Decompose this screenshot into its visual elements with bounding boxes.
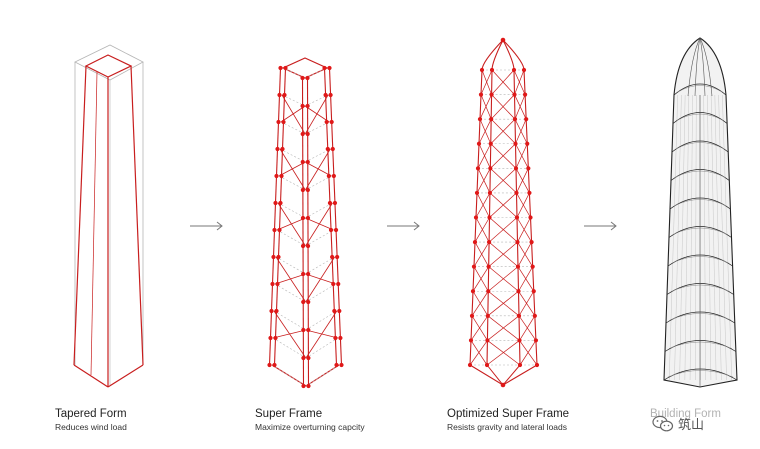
panel-subtitle: Reduces wind load — [55, 422, 127, 432]
panel-subtitle: Maximize overturning capcity — [255, 422, 365, 432]
watermark-text: 筑山 — [678, 418, 705, 433]
panel-label-building-form: Building Form — [650, 407, 721, 421]
panel-title: Super Frame — [255, 408, 323, 420]
optimized-super-frame-tower-icon — [467, 37, 540, 388]
super-frame-tower-icon — [267, 57, 344, 389]
panel-label-tapered-form: Tapered Form Reduces wind load — [55, 407, 127, 433]
arrow-right-icon — [584, 221, 617, 231]
panel-title: Optimized Super Frame — [447, 408, 570, 420]
panel-title: Tapered Form — [55, 408, 127, 420]
panel-label-optimized-super-frame: Optimized Super Frame Resists gravity an… — [447, 407, 569, 433]
arrow-right-icon — [190, 221, 223, 231]
tapered-form-tower-icon — [73, 44, 144, 388]
panel-label-super-frame: Super Frame Maximize overturning capcity — [255, 407, 365, 433]
panel-subtitle: Resists gravity and lateral loads — [447, 422, 568, 432]
watermark: 筑山 — [652, 414, 704, 433]
arrow-right-icon — [387, 221, 420, 231]
building-form-tower-icon — [663, 37, 738, 388]
wechat-icon — [652, 415, 674, 431]
panel-title: Building Form — [650, 408, 721, 420]
